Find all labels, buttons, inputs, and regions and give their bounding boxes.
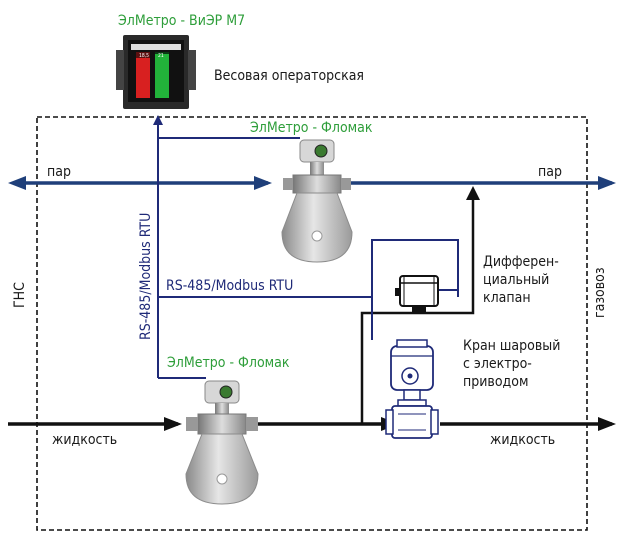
diff-valve-label-1: Дифферен-: [483, 254, 559, 270]
liquid-right-label: жидкость: [490, 432, 555, 448]
diff-valve-label-2: циальный: [483, 272, 549, 288]
recorder-device: 18,5 21: [116, 35, 196, 109]
recorder-title: ЭлМетро - ВиЭР М7: [118, 13, 245, 29]
site-boundary: [36, 116, 588, 531]
flowmeter-bottom: [185, 380, 259, 505]
flowmeter-top-label: ЭлМетро - Фломак: [250, 120, 373, 136]
gns-label: ГНС: [12, 282, 28, 308]
bus-horizontal-line: [158, 239, 459, 298]
recorder-left-value: 18,5: [139, 53, 149, 59]
flowmeter-bottom-label: ЭлМетро - Фломак: [167, 355, 290, 371]
gas-truck-label: газовоз: [592, 267, 608, 318]
steam-arrow-left-head: [8, 176, 26, 190]
bypass-arrow: [466, 186, 480, 200]
ball-valve-label-2: с электро-: [463, 356, 532, 372]
diff-valve-label-3: клапан: [483, 290, 531, 306]
recorder-right-value: 21: [158, 53, 164, 59]
ball-valve: [385, 339, 439, 439]
bus-horizontal-label: RS-485/Modbus RTU: [166, 278, 293, 294]
steam-right-label: пар: [538, 164, 562, 180]
ball-valve-label-3: приводом: [463, 374, 528, 390]
bus-vertical-label: RS-485/Modbus RTU: [138, 213, 154, 340]
steam-left-label: пар: [47, 164, 71, 180]
flowmeter-top: [281, 139, 353, 263]
weigh-room-label: Весовая операторская: [214, 68, 364, 84]
differential-valve: [395, 275, 439, 313]
liquid-left-label: жидкость: [52, 432, 117, 448]
ball-valve-label-1: Кран шаровый: [463, 338, 560, 354]
